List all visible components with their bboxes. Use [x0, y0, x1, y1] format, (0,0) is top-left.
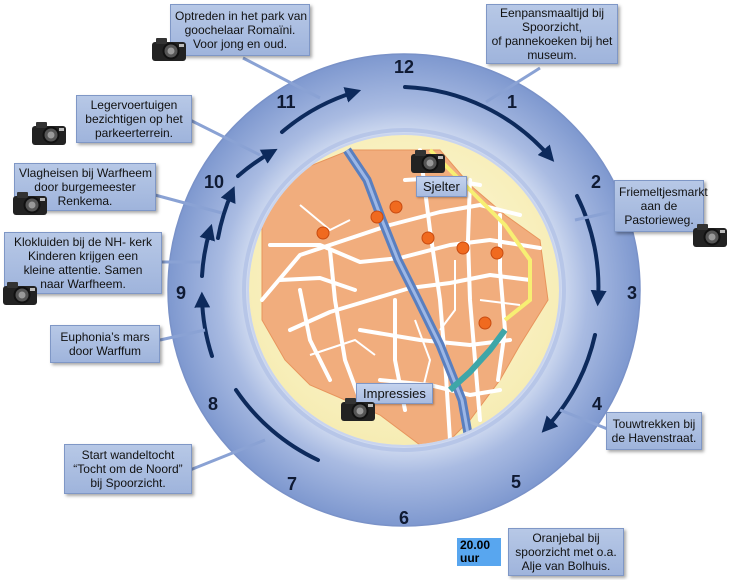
- camera-icon: [411, 150, 445, 173]
- hour-2: 2: [591, 172, 601, 192]
- callout-hour-4: Touwtrekken bij de Havenstraat.: [606, 412, 702, 450]
- arrow-11-12: [280, 87, 362, 134]
- callout-line: Start wandeltocht: [81, 448, 175, 462]
- hour-1: 1: [507, 92, 517, 112]
- clock-arrows: [194, 85, 607, 462]
- map-tag-impressies: Impressies: [356, 383, 433, 404]
- callout-line: aan de: [640, 199, 678, 213]
- poi-marker: [421, 231, 435, 245]
- callout-connectors: [154, 56, 621, 472]
- poi-marker: [389, 200, 403, 214]
- arrow-12-2: [403, 85, 555, 162]
- callout-line: goochelaar Romaïni.: [184, 23, 296, 37]
- callout-hour-12: Eenpansmaaltijd bij Spoorzicht, of panne…: [486, 4, 618, 64]
- callout-hour-11: Optreden in het park van goochelaar Roma…: [170, 4, 310, 56]
- arrow-10-11: [236, 148, 278, 178]
- time-badge: 20.00 uur: [457, 538, 501, 566]
- map-tag-sjelter: Sjelter: [416, 176, 467, 197]
- clock-ring-inner-edge: [242, 128, 566, 452]
- callout-line: museum.: [527, 48, 577, 62]
- callout-hour-9-bells: Klokluiden bij de NH- kerk Kinderen krij…: [4, 232, 162, 294]
- callout-line: Touwtrekken bij: [612, 417, 696, 431]
- hour-7: 7: [287, 474, 297, 494]
- waterway: [447, 328, 508, 393]
- callout-line: kleine attentie. Samen: [23, 263, 143, 277]
- callout-line: door Warffum: [68, 344, 142, 358]
- arrow-9-10: [199, 223, 215, 278]
- hour-10: 10: [204, 172, 224, 192]
- callout-hour-10: Legervoertuigen bezichtigen op het parke…: [76, 95, 192, 143]
- callout-line: de Havenstraat.: [611, 431, 697, 445]
- hour-8: 8: [208, 394, 218, 414]
- callout-line: Vlagheisen bij Warfheem: [19, 166, 152, 180]
- callout-line: spoorzicht met o.a.: [515, 545, 617, 559]
- callout-line: Friemeltjesmarkt: [619, 185, 708, 199]
- callout-line: Oranjebal bij: [532, 531, 600, 545]
- poi-marker: [370, 210, 384, 224]
- callout-line: bezichtigen op het: [85, 112, 183, 126]
- camera-icon: [32, 122, 66, 145]
- hour-9: 9: [176, 283, 186, 303]
- camera-icon: [693, 224, 727, 247]
- time-badge-time: 20.00: [460, 538, 491, 552]
- callout-line: Kinderen krijgen een: [27, 249, 139, 263]
- callout-line: Optreden in het park van: [175, 9, 308, 23]
- poi-marker: [490, 246, 504, 260]
- arrow-10a: [216, 186, 236, 240]
- callout-line: Alje van Bolhuis.: [521, 559, 611, 573]
- callout-line: bij Spoorzicht.: [90, 476, 166, 490]
- poi-marker: [316, 226, 330, 240]
- callout-line: Pastorieweg.: [624, 213, 694, 227]
- callout-line: door burgemeester: [34, 180, 136, 194]
- time-badge-unit: uur: [460, 551, 480, 565]
- hour-12: 12: [394, 57, 414, 77]
- callout-line: Renkema.: [57, 194, 113, 208]
- hour-5: 5: [511, 472, 521, 492]
- callout-line: “Tocht om de Noord”: [73, 462, 183, 476]
- town-map: [249, 135, 559, 445]
- callout-line: Voor jong en oud.: [192, 37, 288, 51]
- callout-line: parkeerterrein.: [94, 126, 174, 140]
- hour-6: 6: [399, 508, 409, 528]
- callout-line: Legervoertuigen: [90, 98, 178, 112]
- callout-hour-6: Oranjebal bij spoorzicht met o.a. Alje v…: [508, 528, 624, 576]
- poi-marker: [478, 316, 492, 330]
- arrow-2-3: [575, 194, 607, 307]
- hour-4: 4: [592, 394, 602, 414]
- points-of-interest: [316, 200, 504, 330]
- callout-hour-8: Euphonia’s mars door Warffum: [50, 325, 160, 363]
- callout-line: of pannekoeken bij het: [491, 34, 613, 48]
- railway-center: [345, 149, 472, 445]
- callout-line: Euphonia’s mars: [60, 330, 150, 344]
- callout-line: Klokluiden bij de NH- kerk: [13, 235, 153, 249]
- callout-hour-7: Start wandeltocht “Tocht om de Noord” bi…: [64, 444, 192, 494]
- camera-icon: [152, 38, 186, 61]
- hour-labels: 12 1 2 3 4 5 6 7 8 9 10 11: [176, 57, 637, 528]
- callout-line: Eenpansmaaltijd bij: [499, 6, 605, 20]
- hour-11: 11: [276, 92, 295, 112]
- arrow-7-8: [234, 388, 320, 462]
- poi-marker: [456, 241, 470, 255]
- arrow-3-5: [541, 333, 597, 433]
- hour-3: 3: [627, 283, 637, 303]
- camera-icon: [341, 398, 375, 421]
- camera-icon: [3, 282, 37, 305]
- callout-line: naar Warfheem.: [40, 277, 126, 291]
- callout-hour-2: Friemeltjesmarkt aan de Pastorieweg.: [614, 180, 708, 232]
- callout-line: Spoorzicht,: [521, 20, 583, 34]
- camera-icon: [13, 192, 47, 215]
- arrow-8-9: [194, 291, 214, 358]
